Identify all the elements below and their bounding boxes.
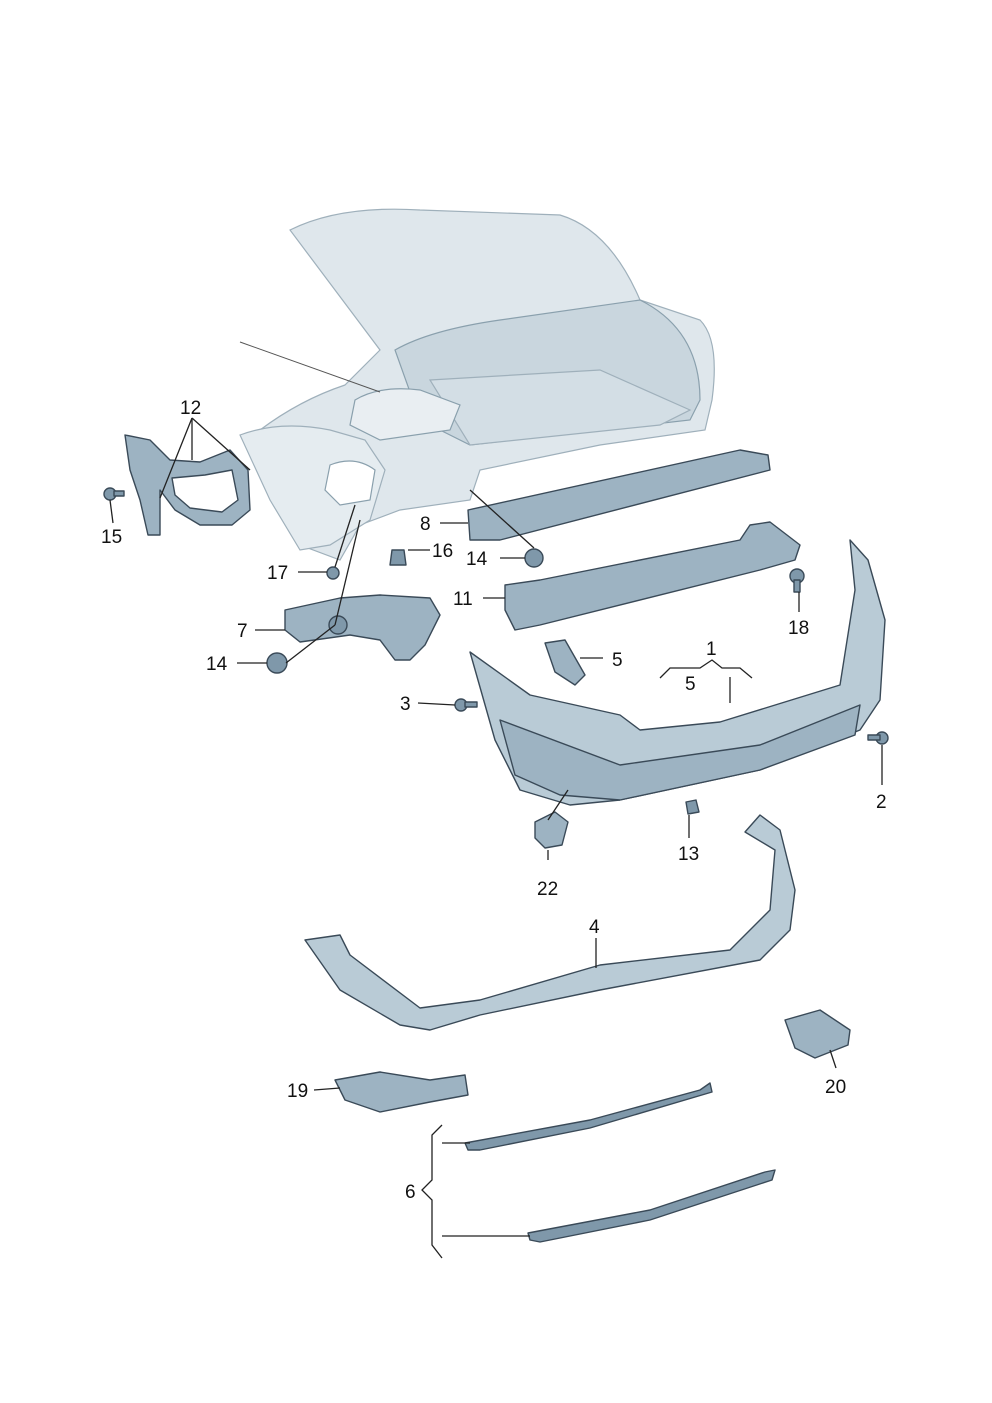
callout-22: 22 bbox=[537, 879, 558, 900]
part-15-screw bbox=[103, 487, 125, 501]
callout-12: 12 bbox=[180, 398, 201, 419]
callout-5-part: 5 bbox=[612, 650, 623, 671]
part-16-clip bbox=[389, 549, 407, 566]
callout-15: 15 bbox=[101, 527, 122, 548]
callout-16: 16 bbox=[432, 541, 453, 562]
part-19-bracket bbox=[334, 1071, 469, 1113]
part-12-cutout bbox=[171, 469, 239, 513]
part-4-diffuser bbox=[304, 814, 796, 1031]
part-8-upper-strip bbox=[467, 449, 771, 541]
callout-labels: 1 2 3 4 5 5 6 7 8 11 12 13 14 14 15 16 1… bbox=[101, 398, 887, 1203]
part-20-bracket bbox=[784, 1009, 851, 1059]
callout-18: 18 bbox=[788, 618, 809, 639]
car-rear-body bbox=[239, 208, 715, 561]
part-2-screw bbox=[867, 731, 889, 745]
callout-5-assembly: 5 bbox=[685, 674, 696, 695]
callout-17: 17 bbox=[267, 563, 288, 584]
part-11-bumper-carrier bbox=[504, 521, 801, 631]
part-5-bracket bbox=[544, 639, 586, 686]
leader-lines bbox=[109, 417, 883, 1259]
part-7-bushing bbox=[328, 615, 348, 635]
part-1-lower-panel bbox=[499, 704, 861, 801]
part-6-trim-upper bbox=[464, 1082, 713, 1151]
part-7-guide-bracket bbox=[284, 594, 441, 661]
callout-14-lower: 14 bbox=[206, 654, 228, 675]
callout-11: 11 bbox=[453, 589, 473, 610]
callout-1: 1 bbox=[706, 639, 717, 660]
callout-2: 2 bbox=[876, 792, 887, 813]
part-6-trim-lower bbox=[527, 1169, 776, 1243]
callout-19: 19 bbox=[287, 1081, 308, 1102]
callout-20: 20 bbox=[825, 1077, 846, 1098]
part-13-clip bbox=[685, 799, 700, 815]
callout-14-upper: 14 bbox=[466, 549, 488, 570]
part-22-grille bbox=[534, 811, 569, 849]
part-18-screw bbox=[789, 568, 805, 593]
callout-8: 8 bbox=[420, 514, 431, 535]
part-3-screw bbox=[454, 698, 478, 712]
part-14-nut-lower bbox=[266, 652, 288, 674]
part-14-nut-upper bbox=[524, 548, 544, 568]
callout-4: 4 bbox=[589, 917, 600, 938]
callout-6: 6 bbox=[405, 1182, 416, 1203]
callout-13: 13 bbox=[678, 844, 699, 865]
callout-3: 3 bbox=[400, 694, 411, 715]
part-17-screw bbox=[326, 566, 340, 580]
callout-7: 7 bbox=[237, 621, 248, 642]
